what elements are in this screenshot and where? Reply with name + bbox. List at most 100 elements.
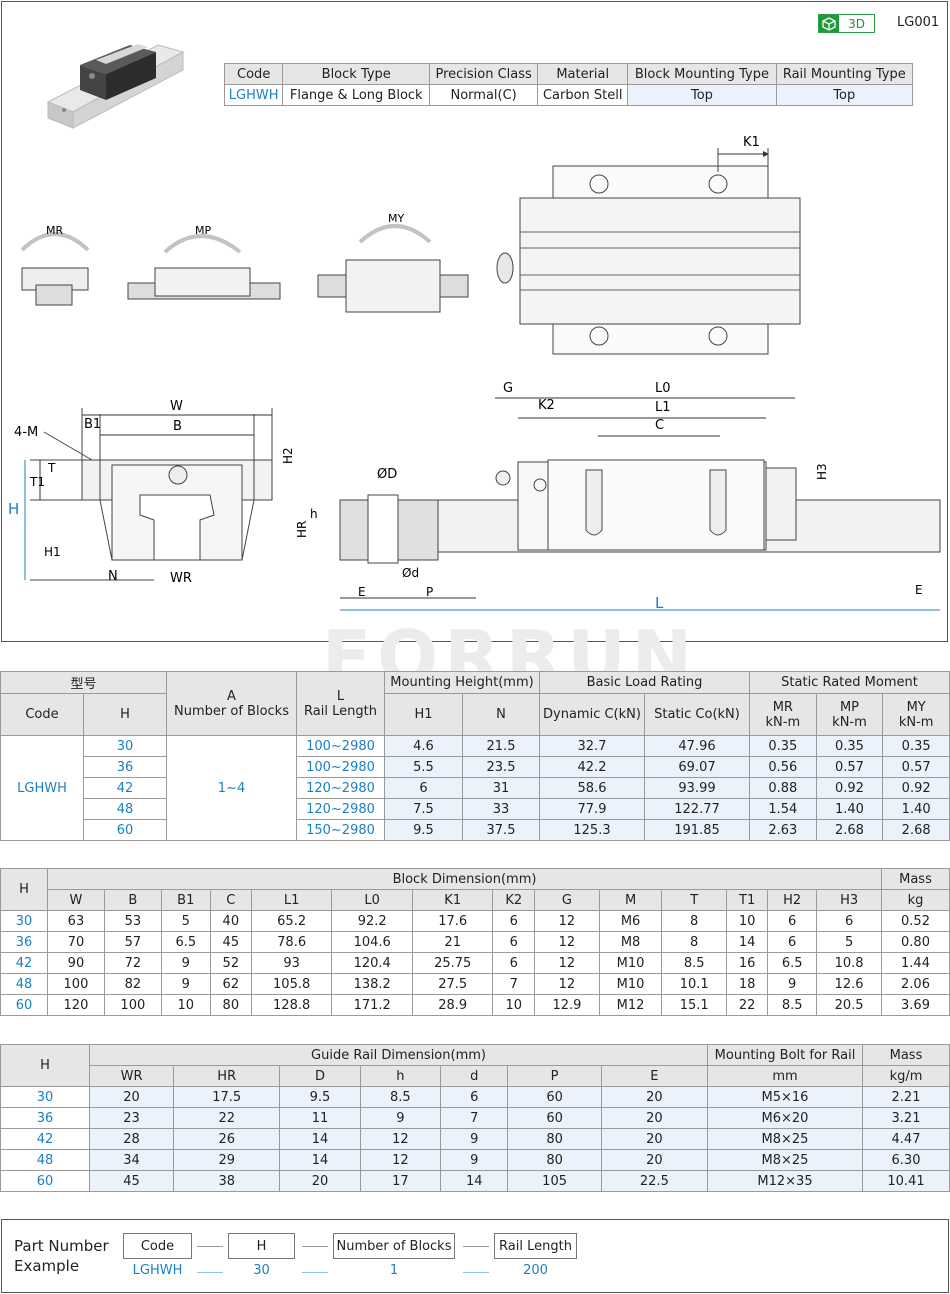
t3-col-header: D (279, 1065, 361, 1087)
t3-cell: 60 (507, 1107, 602, 1129)
l-label: L (655, 594, 664, 612)
t3-title: Guide Rail Dimension(mm) (89, 1044, 708, 1066)
t3-cell: 26 (173, 1128, 281, 1150)
t2-cell: 70 (47, 931, 105, 953)
t2-col-header: W (47, 889, 105, 911)
t3-col-header: WR (88, 1065, 175, 1087)
four-m-label: 4-M (14, 425, 38, 440)
t2-cell: 8.5 (661, 952, 728, 974)
t1-cell: 0.92 (882, 777, 950, 799)
t2-cell: 100 (103, 994, 162, 1016)
t2-col-header: H2 (767, 889, 818, 911)
spec-rail-mounting-value: Top (775, 84, 914, 106)
t2-cell: 8 (661, 931, 728, 953)
t2-cell: 65.2 (250, 910, 333, 932)
t3-cell: 4.47 (862, 1128, 950, 1150)
t3-header-h: H (0, 1044, 90, 1087)
t2-cell: 128.8 (250, 994, 333, 1016)
pn-length-value: 200 (523, 1263, 548, 1278)
t2-cell: 9 (160, 952, 211, 974)
spec-code-value[interactable]: LGHWH (223, 84, 284, 106)
t1-group-header: 型号 (0, 671, 167, 694)
t2-cell: 0.80 (881, 931, 950, 953)
h3-label: H3 (815, 463, 829, 480)
t3-col-header: d (440, 1065, 509, 1087)
t3-cell: M6×20 (707, 1107, 863, 1129)
t3-col-header: HR (173, 1065, 281, 1087)
t2-cell: 12 (534, 952, 600, 974)
t2-cell: 12.9 (534, 994, 600, 1016)
t1-cell: 37.5 (462, 819, 540, 841)
t1-header-dynamic: Dynamic C(kN) (539, 693, 645, 736)
t3-cell: 9 (359, 1107, 442, 1129)
part-number-section (1, 1219, 949, 1293)
t2-cell: 62 (209, 973, 252, 995)
t3-cell: 20 (600, 1128, 709, 1150)
t-label: T (47, 461, 56, 475)
t2-cell: 45 (209, 931, 252, 953)
spec-table: Code Block Type Precision Class Material… (223, 63, 914, 106)
t2-cell: 14 (726, 931, 769, 953)
t2-cell: 72 (103, 952, 162, 974)
t1-header-n: N (462, 693, 540, 736)
t2-cell: 120.4 (331, 952, 413, 974)
t2-cell: 18 (726, 973, 769, 995)
my-label: MY (388, 212, 404, 225)
t2-col-header: T (661, 889, 728, 911)
t1-code-cell: LGHWH (0, 735, 84, 841)
t1-cell: 0.57 (815, 756, 884, 778)
t3-cell: 10.41 (862, 1170, 950, 1192)
t1-cell: 120~2980 (296, 777, 385, 799)
t2-col-header: C (209, 889, 252, 911)
t3-cell: 23 (88, 1107, 175, 1129)
t3-cell: 60 (0, 1170, 90, 1192)
t2-cell: 63 (47, 910, 105, 932)
spec-precision-value: Normal(C) (429, 84, 539, 106)
t2-col-header: L1 (250, 889, 333, 911)
block-side-view: G L0 K2 L1 C H3 ØD HR h Ød E P L E (295, 381, 941, 612)
t3-cell: 11 (279, 1107, 361, 1129)
block-top-view: K1 (496, 135, 801, 355)
t2-cell: M10 (598, 952, 663, 974)
pn-code-value: LGHWH (132, 1263, 183, 1278)
t3-cell: 45 (88, 1170, 175, 1192)
t2-cell: 92.2 (331, 910, 413, 932)
3d-label: 3D (848, 16, 865, 31)
t2-col-header: B1 (160, 889, 211, 911)
t3-col-header: E (600, 1065, 709, 1087)
t1-h-cell: 36 (83, 756, 167, 778)
t2-cell: 53 (103, 910, 162, 932)
t3-cell: 34 (88, 1149, 175, 1171)
t2-cell: 1.44 (881, 952, 950, 974)
c-label: C (655, 418, 664, 433)
pn-length-box: Rail Length (494, 1233, 577, 1259)
t2-cell: M8 (598, 931, 663, 953)
t3-cell: 48 (0, 1149, 90, 1171)
t2-cell: 8.5 (767, 994, 818, 1016)
t1-cell: 33 (462, 798, 540, 820)
t1-cell: 0.56 (749, 756, 817, 778)
hr-label: HR (295, 521, 309, 538)
part-number-title: Part Number Example (14, 1237, 109, 1275)
t1-cell: 120~2980 (296, 798, 385, 820)
t2-mass-header: Mass (881, 868, 950, 890)
t1-cell: 21.5 (462, 735, 540, 757)
t1-blocks-cell: 1~4 (166, 735, 297, 841)
pn-dash (197, 1246, 223, 1247)
t1-cell: 23.5 (462, 756, 540, 778)
t1-cell: 1.54 (749, 798, 817, 820)
t2-cell: 80 (209, 994, 252, 1016)
t1-h-cell: 48 (83, 798, 167, 820)
t2-cell: 27.5 (411, 973, 494, 995)
pn-h-value: 30 (253, 1263, 270, 1278)
3d-badge[interactable]: 3D (818, 14, 875, 33)
t1-cell: 1.40 (815, 798, 884, 820)
t1-cell: 100~2980 (296, 735, 385, 757)
t2-cell: 6 (492, 952, 536, 974)
